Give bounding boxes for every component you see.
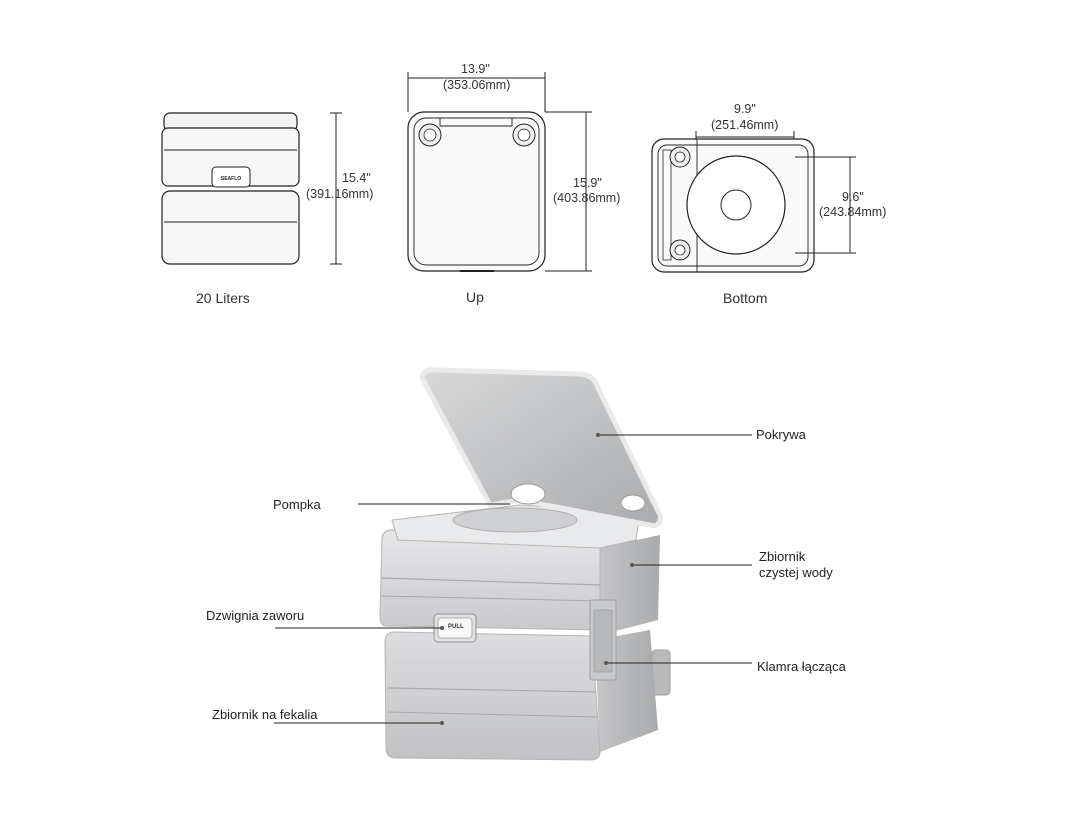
- bottom-depth-inches: 9.6": [842, 190, 864, 204]
- bottom-depth-mm: (243.84mm): [819, 205, 886, 219]
- side-height-mm: (391.16mm): [306, 187, 373, 201]
- callouts: Pokrywa Pompka Zbiornik czystej wody Dzw…: [206, 427, 847, 725]
- callout-lid: Pokrywa: [756, 427, 807, 442]
- logo: SEAFLO: [221, 176, 241, 182]
- bottom-view: 9.9" (251.46mm) 9.6" (243.84mm) Bottom: [651, 102, 886, 306]
- callout-pump: Pompka: [273, 497, 321, 512]
- toilet-illustration: PULL: [379, 367, 671, 761]
- callout-valve: Dzwignia zaworu: [206, 608, 304, 623]
- up-view-label: Up: [466, 289, 484, 305]
- bottom-view-label: Bottom: [723, 290, 767, 306]
- up-view: 13.9" (353.06mm) 15.9" (403.86mm) Up: [407, 62, 620, 305]
- callout-fresh-tank-line2: czystej wody: [759, 565, 833, 580]
- side-view-label: 20 Liters: [196, 290, 250, 306]
- bottom-width-mm: (251.46mm): [711, 118, 778, 132]
- side-height-inches: 15.4": [342, 171, 371, 185]
- side-view: SEAFLO 15.4" (391.16mm) 20 Liters: [161, 112, 373, 306]
- up-depth-mm: (403.86mm): [553, 191, 620, 205]
- callout-fresh-tank-line1: Zbiornik: [759, 549, 806, 564]
- pull-label: PULL: [448, 624, 464, 630]
- callout-latch: Klamra łącząca: [757, 659, 847, 674]
- up-depth-inches: 15.9": [573, 176, 602, 190]
- bottom-width-inches: 9.9": [734, 102, 756, 116]
- up-width-mm: (353.06mm): [443, 78, 510, 92]
- up-width-inches: 13.9": [461, 62, 490, 76]
- callout-waste-tank: Zbiornik na fekalia: [212, 707, 318, 722]
